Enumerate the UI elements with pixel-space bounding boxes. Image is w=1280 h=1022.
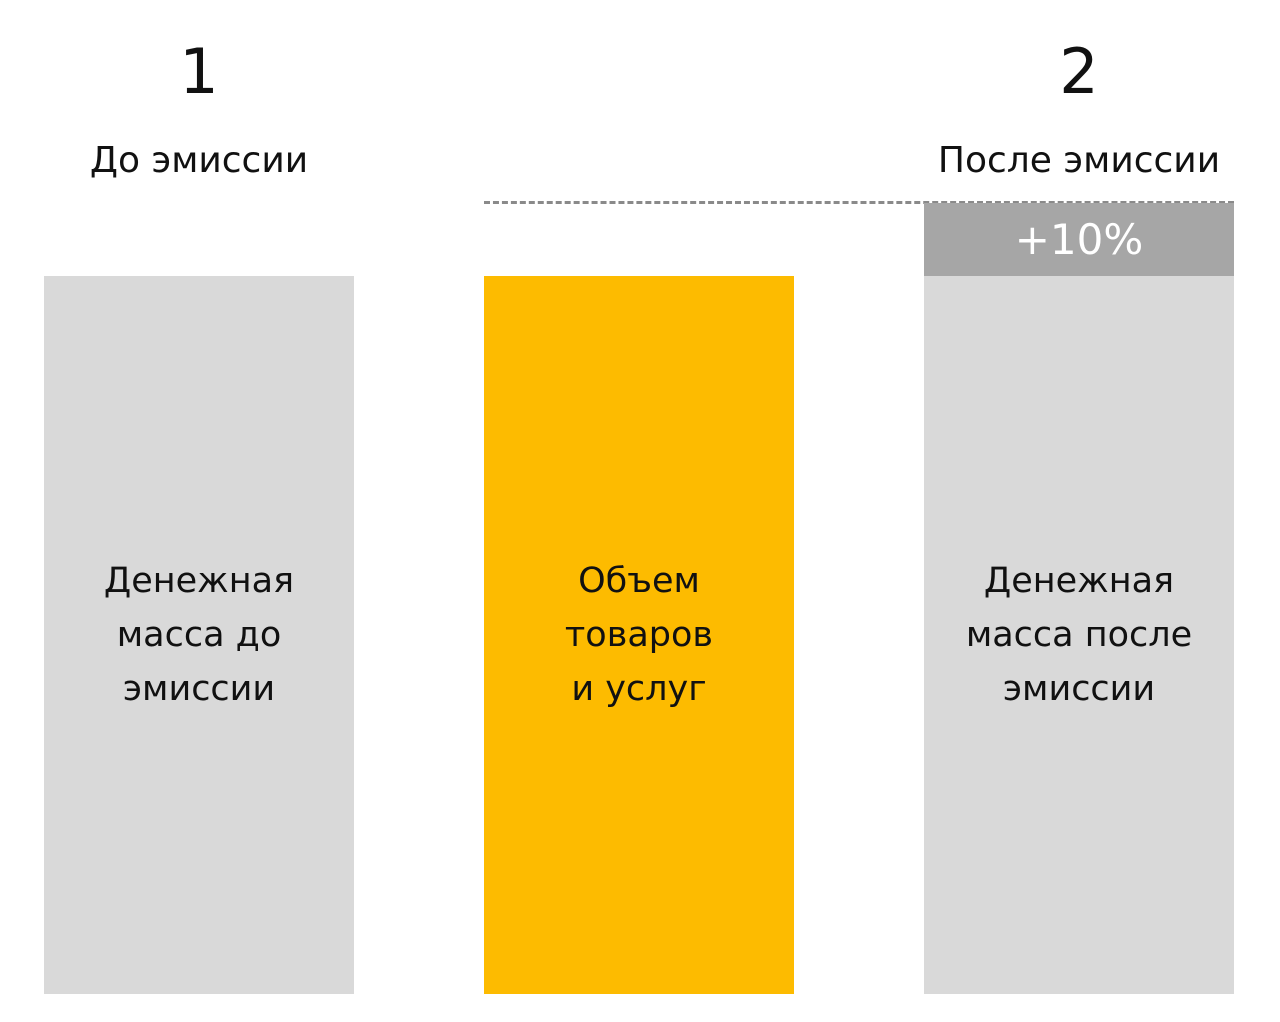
money-supply-before-label: Денежная масса до эмиссии [69, 554, 329, 716]
step-2-heading: После эмиссии [937, 140, 1221, 181]
step-1-number: 1 [179, 35, 219, 108]
label-line: Объем [578, 561, 700, 601]
step-1-heading: До эмиссии [89, 140, 309, 181]
goods-services-label: Объем товаров и услуг [509, 554, 769, 716]
increase-label: +10% [1014, 214, 1144, 264]
label-line: масса до [116, 615, 282, 655]
label-line: масса после [965, 615, 1193, 655]
reference-dashed-line [484, 201, 1234, 204]
money-supply-after-label: Денежная масса после эмиссии [949, 554, 1209, 716]
goods-services-bar: Объем товаров и услуг [484, 276, 794, 994]
increase-segment: +10% [924, 203, 1234, 276]
money-supply-after-bar: Денежная масса после эмиссии [924, 276, 1234, 994]
label-line: Денежная [983, 561, 1175, 601]
label-line: эмиссии [1002, 669, 1156, 709]
label-line: эмиссии [122, 669, 276, 709]
label-line: товаров [564, 615, 714, 655]
money-supply-before-bar: Денежная масса до эмиссии [44, 276, 354, 994]
label-line: Денежная [103, 561, 295, 601]
label-line: и услуг [571, 669, 707, 709]
step-2-number: 2 [1059, 35, 1099, 108]
